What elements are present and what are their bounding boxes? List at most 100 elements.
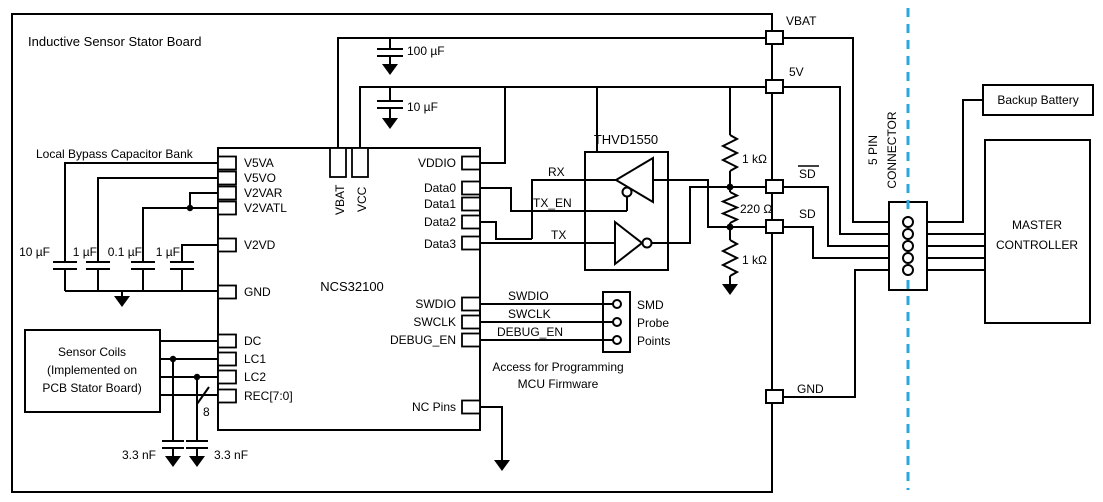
pin-label-v2vd: V2VD [244,238,276,252]
pin-label-lc1: LC1 [244,352,266,366]
bank-cap1-label: 10 µF [19,245,50,259]
debug-caption-2: MCU Firmware [518,377,599,391]
net-label-tx: TX [551,228,566,242]
pin-rec [217,388,237,404]
pin-label-vcc: VCC [355,186,369,212]
pin-data2 [461,214,481,230]
pin-vddio [461,155,481,171]
pin-v5vo [217,170,237,186]
terminal-label-sd-bar: SD [799,167,816,181]
ground-arrows [114,64,738,471]
chip-name: NCS32100 [320,279,384,294]
tx-en-wire [480,187,628,212]
pin-label-data0: Data0 [424,181,456,195]
pin-data0 [461,180,481,196]
sensor-coils-box [24,329,161,413]
resistor-220 [720,191,740,224]
pin-label-vddio: VDDIO [418,156,456,170]
pin-label-swdio: SWDIO [415,297,456,311]
sensor-coils-line-2: (Implemented on [47,363,137,377]
bus-slash [196,386,210,405]
pin-v2vd [217,237,237,253]
gnd-arrow-100uf [382,64,398,75]
sensor-coils-line-1: Sensor Coils [58,345,126,359]
lc-cap2-label: 3.3 nF [214,448,248,462]
gnd-arrow-10uf [382,118,398,129]
master-controller-label-1: MASTER [1012,218,1062,232]
pin-lc2 [217,369,237,385]
gnd-arrow-lc2 [189,456,205,467]
chip-pin-boxes [217,147,481,415]
pin-label-v5va: V5VA [244,156,274,170]
smd-label-3: Points [637,334,670,348]
master-controller-box [984,139,1091,324]
connector-pin-circles [902,216,914,276]
net-label-swclk: SWCLK [508,307,551,321]
pin-swdio [461,296,481,312]
probe-point-circles [612,299,622,345]
pins-to-master [927,233,985,271]
vbat-to-pin1 [783,37,889,223]
lc-cap1-label: 3.3 nF [122,448,156,462]
pin-lc1 [217,351,237,367]
sdbar-to-pin3 [783,186,889,247]
net-label-swdio: SWDIO [508,289,549,303]
terminal-label-5v: 5V [789,65,804,79]
sensor-coils-line-3: PCB Stator Board) [42,381,141,395]
terminal-sd-bar [765,179,784,194]
v5-to-pin2 [783,86,889,235]
bank-cap4-label: 1 µF [156,245,180,259]
bus-width-label: 8 [203,405,210,419]
transceiver-name: THVD1550 [594,132,658,147]
pin-label-nc: NC Pins [412,400,456,414]
labels: Inductive Sensor Stator Board Local Bypa… [19,14,1079,462]
driver-output-bubble [641,237,653,249]
bank-ground-rail [65,290,218,296]
gnd-arrow-nc [494,460,510,471]
pin-label-swclk: SWCLK [413,315,456,329]
pin-label-vbat: VBAT [333,184,347,215]
pin-v2var [217,185,237,201]
cap-10uf [377,87,403,118]
net-label-rx: RX [548,165,565,179]
cap-100uf-label: 100 µF [407,44,445,58]
resistor-1k-top [720,134,740,172]
backup-battery-label: Backup Battery [997,93,1078,107]
net-label-debug-en: DEBUG_EN [497,325,563,339]
v5va-wire [64,162,218,262]
net-label-tx-en: TX_EN [533,196,572,210]
connector-label-line-2: CONNECTOR [885,111,899,188]
pin-label-data1: Data1 [424,197,456,211]
pin-vbat [329,147,347,178]
pin-label-v5vo: V5VO [244,171,276,185]
debug-caption-1: Access for Programming [492,360,623,374]
pin-vcc [351,147,369,178]
vddio-wire [480,87,506,164]
board-edge-terminals [765,30,784,404]
sd-to-pin4 [783,226,889,259]
pin-nc [461,399,481,415]
pin-label-data2: Data2 [424,215,456,229]
pin-label-lc2: LC2 [244,370,266,384]
bank-cap-stems [64,269,183,291]
driver-output-wire [652,186,730,244]
smd-label-2: Probe [637,316,669,330]
bank-label: Local Bypass Capacitor Bank [36,147,194,161]
lc-caps-3n3 [162,440,208,456]
terminal-vbat [765,30,784,45]
connector-label-line-1: 5 PIN [866,135,880,165]
cap-100uf [377,38,403,64]
smd-label-1: SMD [637,298,664,312]
terminal-label-gnd: GND [797,382,824,396]
resistor-1k-bottom [720,239,740,277]
vbat-rail-wire [337,37,766,148]
terminal-gnd [765,389,784,404]
pin-debug-en [461,332,481,348]
sd-links [730,186,766,228]
cap-10uf-label: 10 µF [407,100,438,114]
pin-label-gnd: GND [244,285,271,299]
v2vd-wire [181,244,218,262]
pin-label-dc: DC [244,334,262,348]
pin-data1 [461,196,481,212]
